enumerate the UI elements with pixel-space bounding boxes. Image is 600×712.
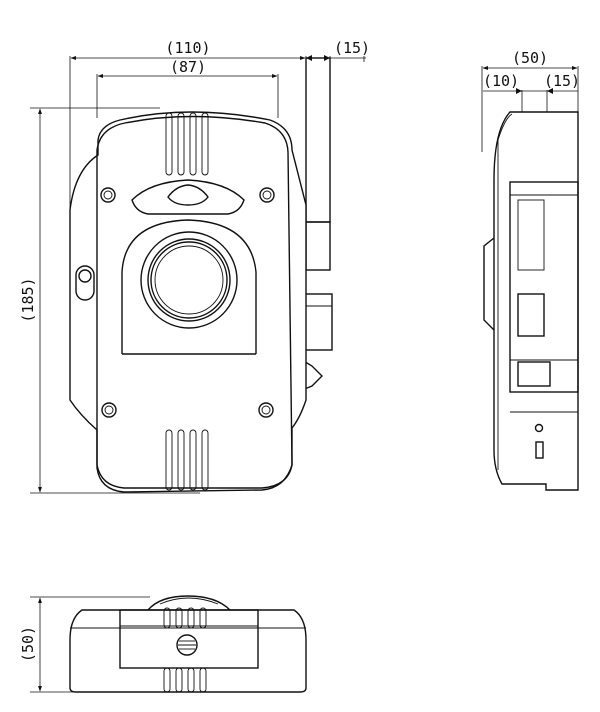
screw-top-right [259,187,275,203]
antenna-base [305,221,331,271]
front-face-panel [96,115,293,489]
dim-side-depth: (50) [512,49,548,67]
lens-icon [140,231,238,329]
dim-height: (185) [19,277,37,322]
sensor-window [131,179,245,215]
top-vent-slots [165,112,209,176]
bottom-body-outline [69,609,307,693]
side-view: (50) (10) (15) [481,49,580,491]
side-lens-bump [483,237,495,331]
dim-overall-width: (110) [165,39,210,57]
dim-antenna-offset: (15) [334,39,370,57]
lens-housing [121,219,257,354]
screw-bottom-left [101,402,117,418]
bottom-vent-slots [165,429,209,491]
bottom-lens-dome [147,595,231,611]
dim-side-front-offset: (10) [483,72,519,90]
antenna [305,57,331,223]
dim-side-rear-offset: (15) [544,72,580,90]
bottom-view: (50) [19,595,307,693]
side-slot [535,441,544,459]
tripod-mount-icon [176,634,198,656]
screw-bottom-right [258,402,274,418]
screw-top-left [100,187,116,203]
camera-body-outline [69,111,307,493]
dim-bottom-height: (50) [19,626,37,662]
status-led [534,423,544,433]
side-connector-box [517,361,551,387]
side-switch [75,265,95,301]
bottom-view-vent-slots [163,607,207,693]
dim-body-width: (87) [170,58,206,76]
side-port [517,293,545,337]
front-view: (110) (87) (15) (185) [19,39,370,494]
side-body-outline [493,111,579,491]
